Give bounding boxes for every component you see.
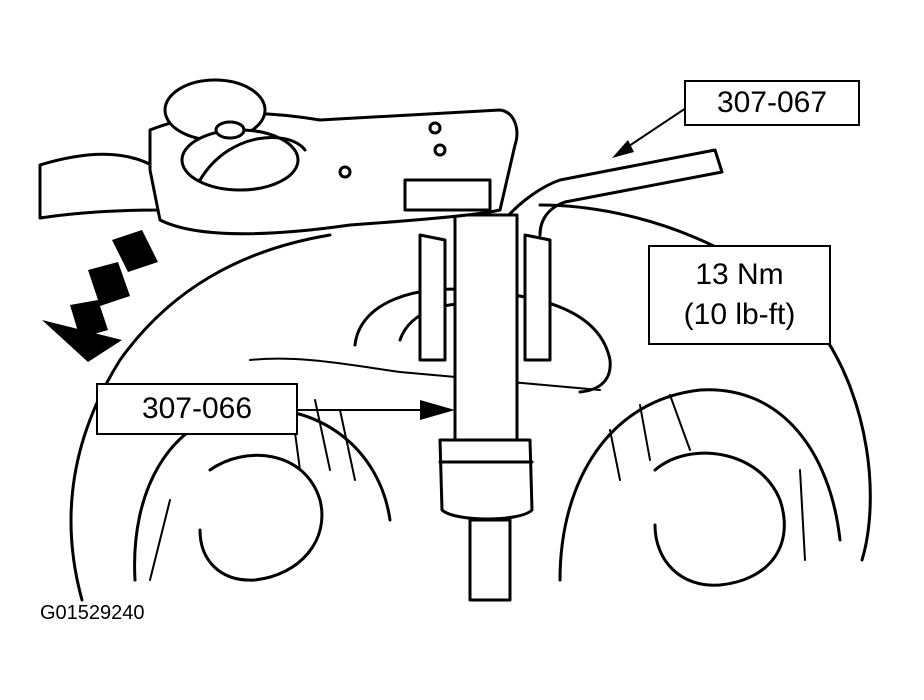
tool-callout-307-066: 307-066 <box>96 383 298 435</box>
torque-nm: 13 Nm <box>695 258 784 291</box>
leader-307-066 <box>297 400 455 420</box>
socket-shaft <box>438 213 534 602</box>
leader-307-067 <box>612 107 687 158</box>
dashed-rotation-arrow-icon <box>42 230 158 362</box>
torque-spec-callout: 13 Nm (10 lb-ft) <box>648 245 831 345</box>
tool-callout-307-067: 307-067 <box>684 80 860 126</box>
holding-wrench <box>38 78 519 236</box>
tool-label-307-067: 307-067 <box>716 86 828 119</box>
holding-bracket <box>418 148 724 362</box>
torque-lbft: (10 lb-ft) <box>683 298 796 331</box>
tool-label-307-066: 307-066 <box>141 392 253 425</box>
figure-id: G01529240 <box>40 602 145 624</box>
right-gear <box>558 388 842 587</box>
